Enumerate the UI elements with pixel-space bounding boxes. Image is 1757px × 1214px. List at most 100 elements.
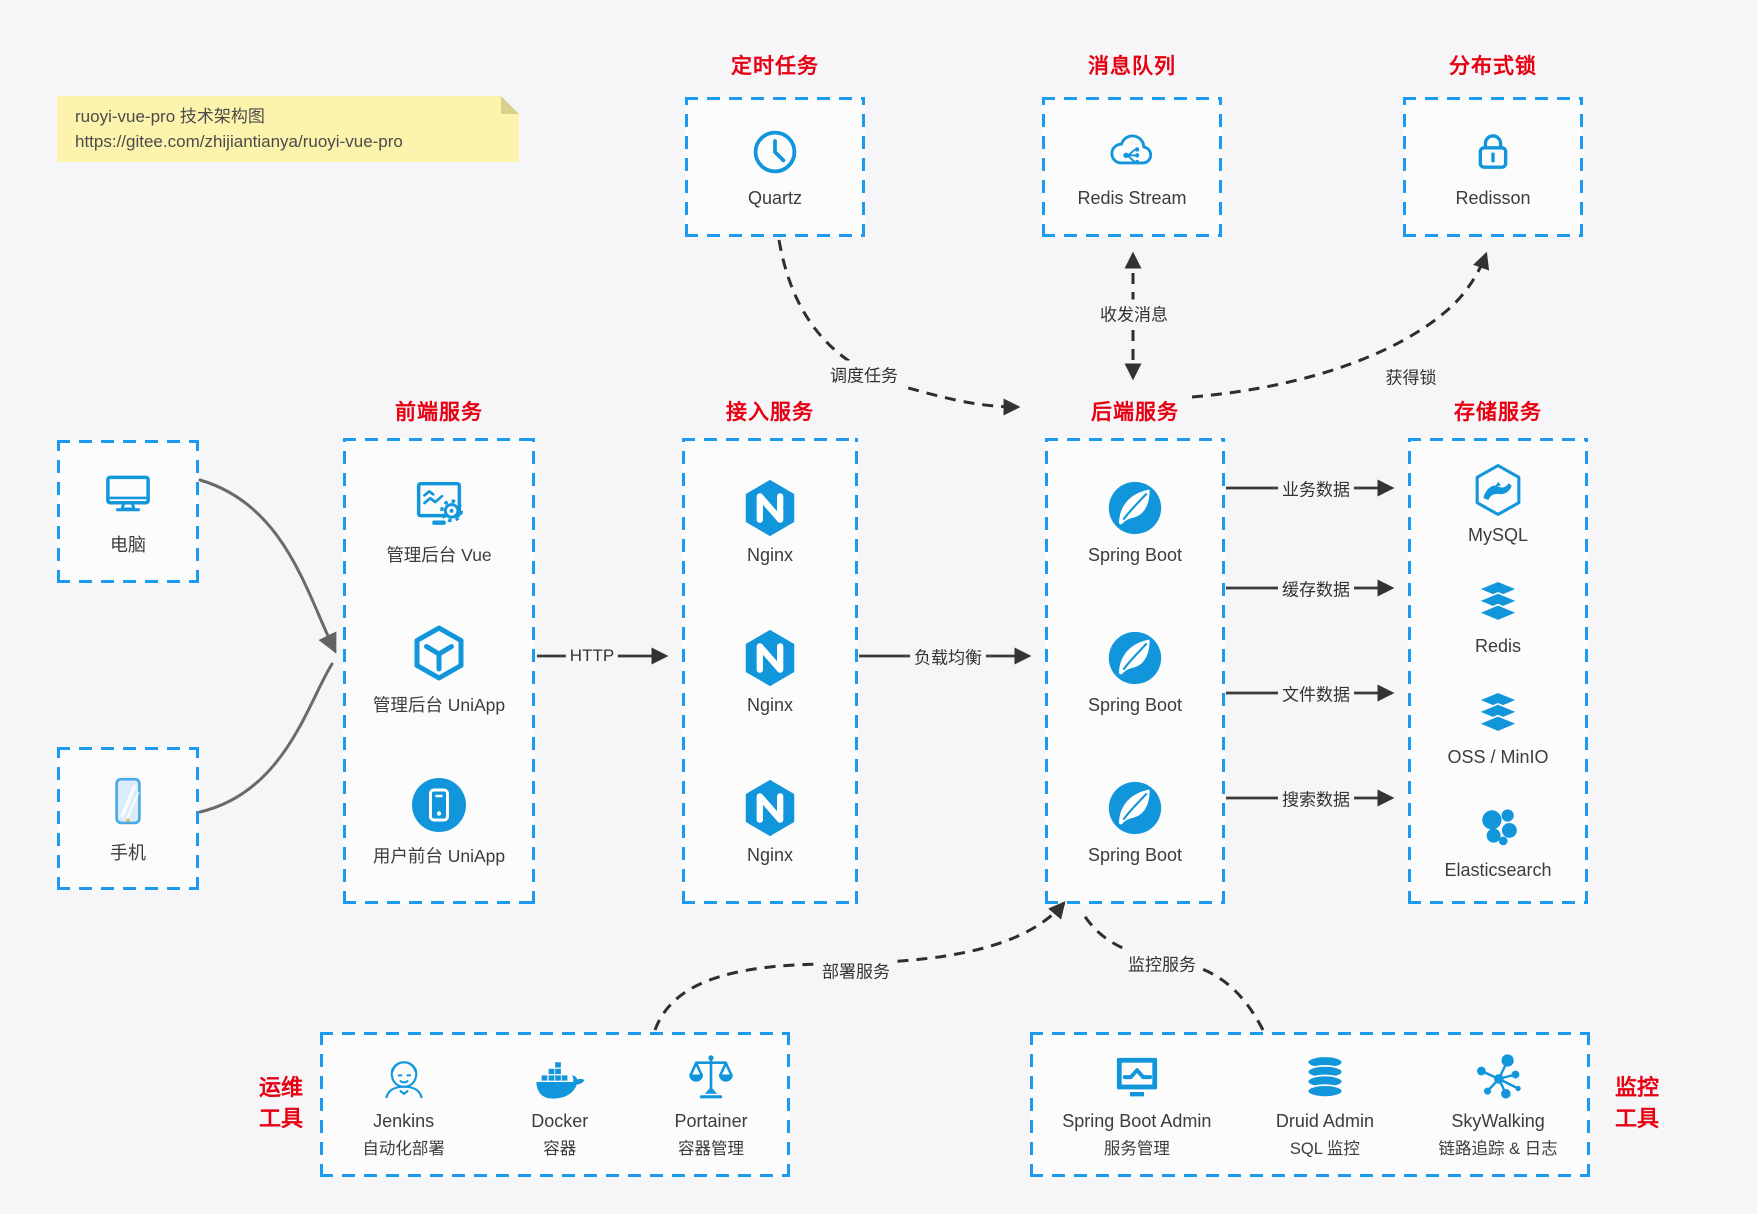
monitoring-item-sba: Spring Boot Admin 服务管理 (1062, 1050, 1211, 1159)
ops-item-sublabel: 容器 (543, 1140, 577, 1158)
monitoring-item-sublabel: 服务管理 (1103, 1140, 1170, 1158)
ops-item-label: Docker (531, 1111, 589, 1131)
desktop-icon (98, 466, 158, 522)
monitoring-tools-side-label: 监控 工具 (1604, 1072, 1670, 1134)
docker-icon (530, 1050, 590, 1106)
edge-label-deploy: 部署服务 (818, 956, 894, 984)
frontend-item-label: 用户前台 UniApp (372, 846, 506, 867)
client-phone-label: 手机 (110, 843, 146, 863)
monitoring-item-label: Druid Admin (1275, 1111, 1374, 1131)
ops-item-docker: Docker 容器 (530, 1050, 590, 1159)
edge-label-lock: 获得锁 (1381, 362, 1441, 390)
nginx-icon (739, 477, 801, 539)
gateway-item-label: Nginx (746, 694, 794, 715)
edge-label-business-data: 业务数据 (1278, 474, 1354, 502)
box-backend: Spring Boot Spring Boot Spring Boot (1045, 438, 1225, 904)
gateway-item-label: Nginx (746, 544, 794, 565)
frontend-item-admin-vue: 管理后台 Vue (386, 474, 492, 567)
column-title-backend: 后端服务 (1091, 401, 1179, 424)
monitoring-item-sublabel: SQL 监控 (1289, 1140, 1360, 1158)
box-ops-tools: Jenkins 自动化部署 Docker 容器 (320, 1032, 790, 1177)
redis-stream-label: Redis Stream (1077, 188, 1187, 208)
ops-item-label: Jenkins (373, 1111, 435, 1131)
skywalking-icon (1470, 1050, 1526, 1106)
monitoring-item-druid: Druid Admin SQL 监控 (1276, 1050, 1374, 1159)
box-storage: MySQL Redis (1408, 438, 1588, 904)
frontend-item-admin-uniapp: 管理后台 UniApp (373, 622, 505, 717)
lock-icon (1466, 125, 1520, 179)
mysql-icon (1469, 461, 1527, 519)
ops-item-label: Portainer (674, 1111, 748, 1131)
monitoring-item-label: SkyWalking (1451, 1111, 1545, 1131)
elasticsearch-icon (1470, 798, 1526, 854)
edge-label-http: HTTP (565, 645, 619, 667)
spring-boot-admin-icon (1107, 1050, 1167, 1106)
nginx-icon (739, 627, 801, 689)
ops-label-line1: 运维 (258, 1075, 303, 1100)
druid-icon (1297, 1050, 1353, 1106)
column-title-gateway: 接入服务 (726, 401, 814, 424)
frontend-item-user-uniapp: 用户前台 UniApp (373, 773, 505, 868)
storage-item-elasticsearch: Elasticsearch (1444, 798, 1552, 881)
edge-label-messages: 收发消息 (1096, 299, 1172, 327)
backend-item-springboot: Spring Boot (1088, 777, 1182, 866)
storage-item-redis: Redis (1469, 576, 1527, 657)
quartz-label: Quartz (747, 188, 803, 208)
ops-label-line2: 工具 (258, 1106, 303, 1132)
monitoring-item-label: Spring Boot Admin (1062, 1111, 1212, 1131)
edge-label-cache-data: 缓存数据 (1278, 574, 1354, 602)
ops-tools-side-label: 运维 工具 (248, 1072, 314, 1134)
group-title-scheduler: 定时任务 (731, 55, 819, 78)
client-arrows (198, 478, 337, 814)
box-monitoring-tools: Spring Boot Admin 服务管理 Druid Admin SQL 监… (1030, 1032, 1590, 1177)
gateway-item-nginx: Nginx (739, 777, 801, 866)
client-pc-label: 电脑 (110, 535, 146, 555)
monitoring-label-line2: 工具 (1614, 1106, 1659, 1132)
admin-vue-icon (406, 474, 472, 536)
redisson-label: Redisson (1455, 188, 1531, 208)
box-client-phone: 手机 (57, 747, 199, 890)
edge-label-monitor: 监控服务 (1124, 949, 1200, 977)
box-client-pc: 电脑 (57, 440, 199, 583)
clock-icon (748, 125, 802, 179)
box-gateway: Nginx Nginx Nginx (682, 438, 858, 904)
group-title-lock: 分布式锁 (1449, 55, 1537, 78)
storage-item-label: Redis (1474, 636, 1522, 656)
ops-item-sublabel: 容器管理 (678, 1140, 745, 1158)
backend-item-springboot: Spring Boot (1088, 627, 1182, 716)
group-title-mq: 消息队列 (1088, 55, 1176, 78)
storage-item-mysql: MySQL (1468, 461, 1528, 546)
nginx-icon (739, 777, 801, 839)
storage-item-oss: OSS / MinIO (1447, 687, 1549, 768)
cloud-stream-icon (1103, 125, 1161, 179)
spring-boot-icon (1104, 477, 1166, 539)
box-quartz: Quartz (685, 97, 865, 237)
edge-label-file-data: 文件数据 (1278, 679, 1354, 707)
edge-label-schedule: 调度任务 (826, 360, 902, 388)
monitoring-item-skywalking: SkyWalking 链路追踪 & 日志 (1439, 1050, 1558, 1159)
ops-item-sublabel: 自动化部署 (362, 1140, 445, 1158)
title-note: ruoyi-vue-pro 技术架构图 https://gitee.com/zh… (57, 96, 519, 162)
backend-item-label: Spring Boot (1087, 544, 1183, 565)
spring-boot-icon (1104, 777, 1166, 839)
column-title-frontend: 前端服务 (395, 401, 483, 424)
portainer-icon (683, 1050, 739, 1106)
box-redisson: Redisson (1403, 97, 1583, 237)
gateway-item-label: Nginx (746, 844, 794, 865)
ops-item-portainer: Portainer 容器管理 (675, 1050, 748, 1159)
monitoring-item-sublabel: 链路追踪 & 日志 (1438, 1140, 1558, 1158)
redis-icon (1469, 576, 1527, 630)
oss-icon (1469, 687, 1527, 741)
note-url: https://gitee.com/zhijiantianya/ruoyi-vu… (75, 132, 403, 151)
monitoring-label-line1: 监控 (1614, 1075, 1659, 1100)
backend-item-label: Spring Boot (1087, 694, 1183, 715)
backend-item-label: Spring Boot (1087, 844, 1183, 865)
user-app-icon (407, 773, 471, 837)
frontend-item-label: 管理后台 Vue (386, 544, 492, 565)
column-title-storage: 存储服务 (1454, 401, 1542, 424)
storage-item-label: Elasticsearch (1444, 860, 1552, 880)
gateway-item-nginx: Nginx (739, 627, 801, 716)
smartphone-icon (100, 772, 156, 830)
gateway-item-nginx: Nginx (739, 477, 801, 566)
